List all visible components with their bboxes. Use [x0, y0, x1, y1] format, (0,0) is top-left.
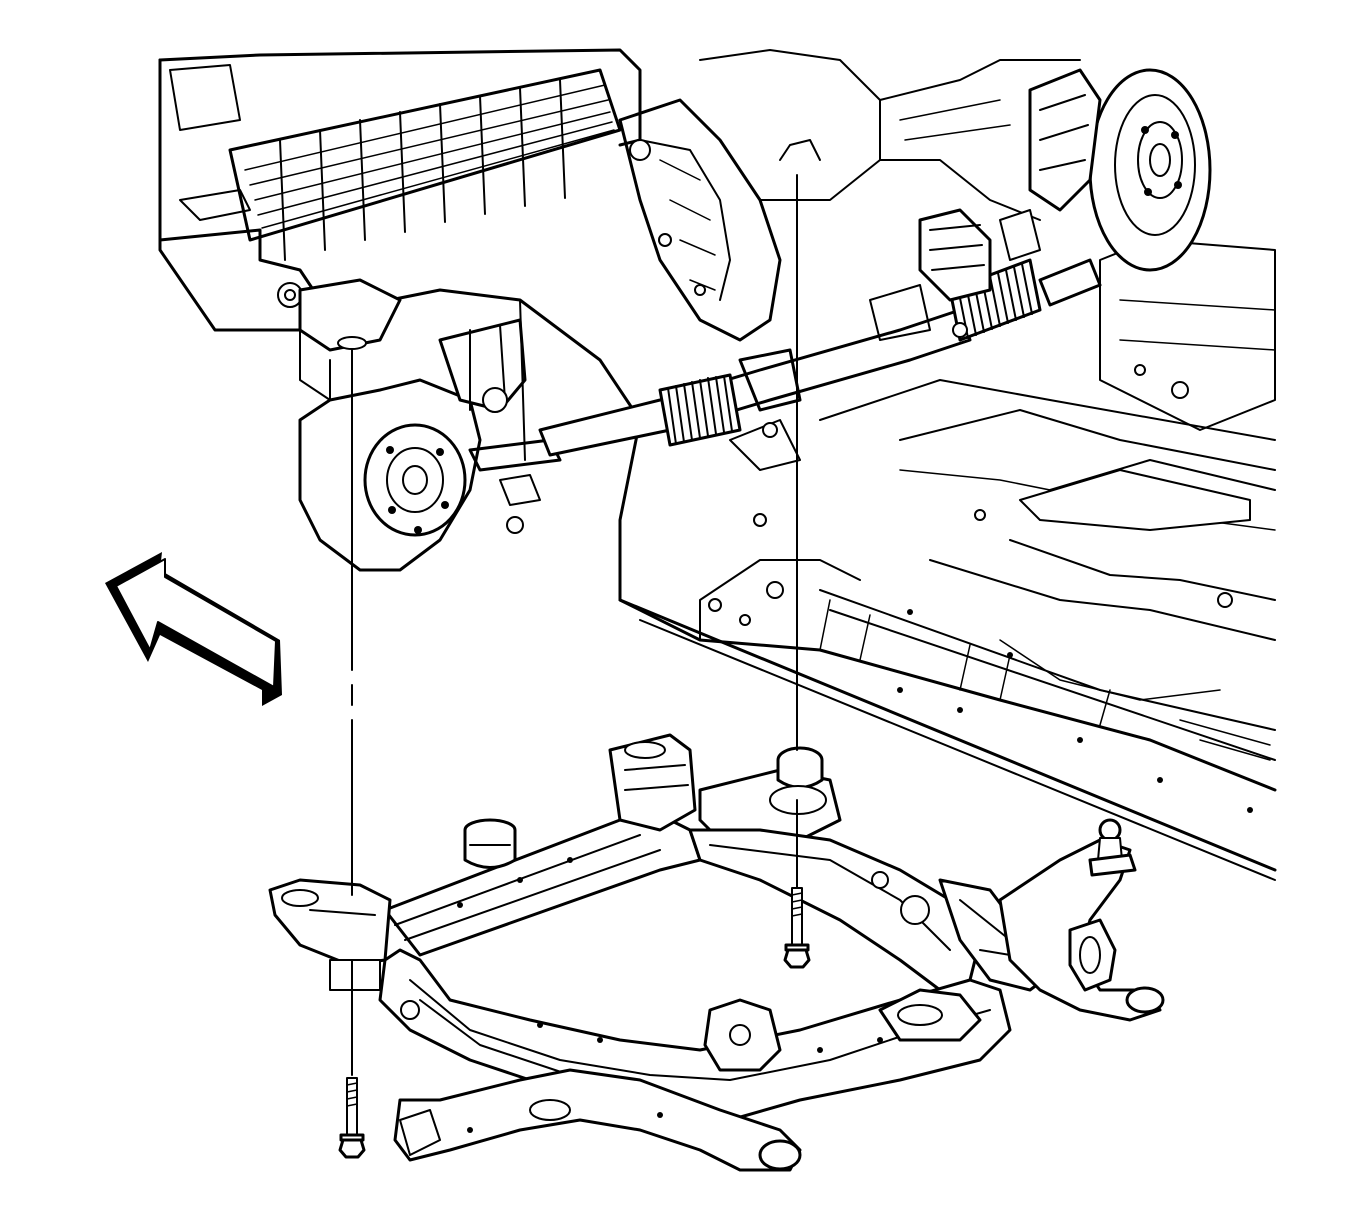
subframe-isolator-left — [463, 818, 517, 869]
subframe-mount-rear-right — [698, 746, 842, 842]
ball-joint — [1088, 818, 1137, 877]
lower-control-arm-left — [393, 1068, 802, 1172]
front-direction-arrow-icon — [105, 552, 282, 706]
subframe-mount-rear-center — [608, 733, 697, 832]
front-subframe-bolt — [338, 1077, 366, 1159]
rear-subframe-bolt — [783, 887, 811, 969]
subframe-mount-front-right — [878, 988, 982, 1042]
vehicle-underbody — [158, 49, 1277, 881]
subframe-center-bracket — [703, 998, 782, 1072]
lower-control-arm-right — [998, 818, 1165, 1022]
left-wheel-hub — [298, 299, 562, 572]
steering-boot-left — [658, 373, 742, 447]
front-mount-hole — [337, 336, 367, 350]
radiator-condenser — [158, 48, 651, 401]
front-subframe — [268, 733, 1072, 1122]
steering-gear — [538, 208, 1102, 471]
rear-mount-bracket — [779, 139, 821, 161]
right-brake-rotor — [1028, 68, 1212, 272]
subframe-mount-front-left — [268, 878, 392, 991]
